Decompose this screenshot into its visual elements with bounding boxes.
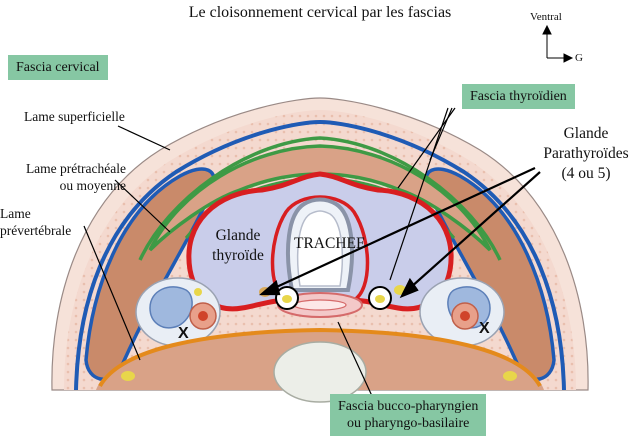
parathyroid-arrows: [259, 167, 541, 299]
superficial-layer: [74, 119, 566, 391]
label-para-line1: Glande: [563, 125, 609, 142]
pretracheal-layer: [138, 136, 502, 261]
label-prevertebral-line2: prévertébrale: [0, 223, 72, 238]
tag-fascia-cervical: Fascia cervical: [8, 55, 108, 80]
label-gland-line2: thyroïde: [212, 247, 264, 264]
parathyroid-dot-right: [375, 295, 385, 303]
carotid-sheath-right: [419, 277, 505, 347]
trachea-lumen: [296, 210, 344, 287]
tag-fascia-buccopharyngeal: Fascia bucco-pharyngien ou pharyngo-basi…: [330, 394, 487, 436]
nerve-right: [503, 371, 517, 381]
pointer-lines: [83, 107, 456, 397]
diagram-title: Le cloisonnement cervical par les fascia…: [188, 4, 452, 21]
label-para-line2: Parathyroïdes: [543, 145, 629, 162]
label-pretracheal-line1: Lame prétrachéale: [25, 161, 126, 176]
label-pretracheal-layer: Lame prétrachéale ou moyenne: [0, 160, 126, 194]
x-mark-left: X: [178, 325, 189, 342]
orientation-left: G: [575, 52, 583, 64]
strap-muscles: [148, 144, 492, 252]
tag-bucco-line2: ou pharyngo-basilaire: [346, 416, 470, 431]
label-gland-line1: Glande: [215, 227, 261, 244]
nerve-left: [121, 371, 135, 381]
label-prevertebral-layer: Lame prévertébrale: [0, 205, 71, 239]
label-pretracheal-line2: ou moyenne: [59, 178, 126, 193]
parathyroid-dot-left: [282, 295, 292, 303]
vertebral-body: [273, 341, 367, 403]
esophagus-lumen: [293, 299, 347, 311]
tag-fascia-thyroid: Fascia thyroïdien: [462, 84, 575, 109]
orientation-arrows: [542, 24, 574, 63]
label-thyroid-gland: Glande thyroïde: [198, 226, 278, 266]
orientation-ventral: Ventral: [530, 11, 562, 23]
label-trachea: TRACHEE: [294, 235, 366, 252]
label-superficial-layer: Lame superficielle: [24, 109, 125, 124]
label-parathyroid: Glande Parathyroïdes (4 ou 5): [534, 124, 638, 184]
x-mark-right: X: [479, 320, 490, 337]
label-para-line3: (4 ou 5): [561, 165, 611, 182]
buccopharyngeal-fascia: [98, 327, 542, 388]
tag-bucco-line1: Fascia bucco-pharyngien: [338, 399, 479, 414]
carotid-sheath-left: [135, 277, 221, 347]
thyroid-fascia-inner: [270, 195, 370, 302]
label-prevertebral-line1: Lame: [0, 206, 31, 221]
